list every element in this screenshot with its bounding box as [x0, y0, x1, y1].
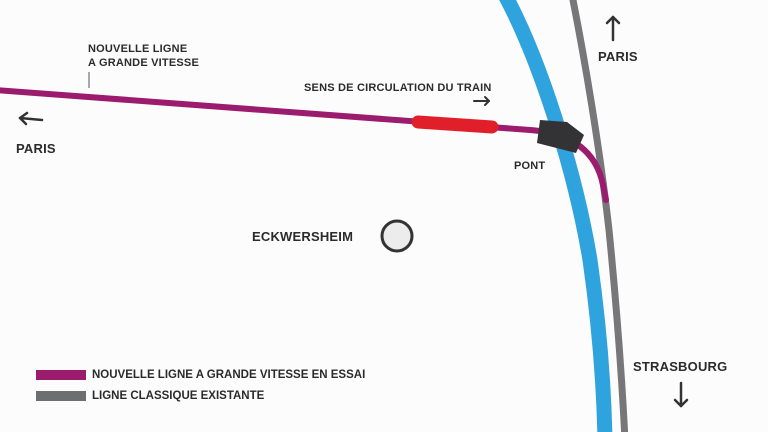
- legend-item-high-speed: NOUVELLE LIGNE A GRANDE VITESSE EN ESSAI: [36, 364, 365, 385]
- new-line-label-2: A GRANDE VITESSE: [88, 57, 199, 69]
- town-marker-icon: [380, 219, 414, 253]
- direction-label: SENS DE CIRCULATION DU TRAIN: [304, 82, 492, 94]
- legend-item-classic: LIGNE CLASSIQUE EXISTANTE: [36, 385, 365, 406]
- arrow-right-icon: [473, 96, 490, 106]
- paris-north-label: PARIS: [598, 49, 638, 64]
- arrow-down-icon: [673, 381, 689, 408]
- town-label: ECKWERSHEIM: [252, 229, 354, 244]
- legend-label-high-speed: NOUVELLE LIGNE A GRANDE VITESSE EN ESSAI: [92, 368, 366, 381]
- new-line-label-1: NOUVELLE LIGNE: [88, 43, 188, 55]
- classic-line: [569, 0, 629, 432]
- high-speed-line: [0, 87, 609, 203]
- bridge-label: PONT: [514, 160, 546, 172]
- river-line: [499, 0, 613, 432]
- train-marker: [411, 115, 499, 134]
- legend-label-classic: LIGNE CLASSIQUE EXISTANTE: [92, 389, 265, 402]
- arrow-left-icon: [18, 111, 44, 126]
- legend-swatch-classic: [36, 390, 86, 401]
- legend: NOUVELLE LIGNE A GRANDE VITESSE EN ESSAI…: [36, 364, 365, 406]
- arrow-up-icon: [605, 15, 621, 42]
- legend-swatch-high-speed: [36, 369, 86, 380]
- strasbourg-label: STRASBOURG: [633, 359, 728, 374]
- bridge-marker: [537, 120, 584, 153]
- paris-west-label: PARIS: [16, 141, 56, 156]
